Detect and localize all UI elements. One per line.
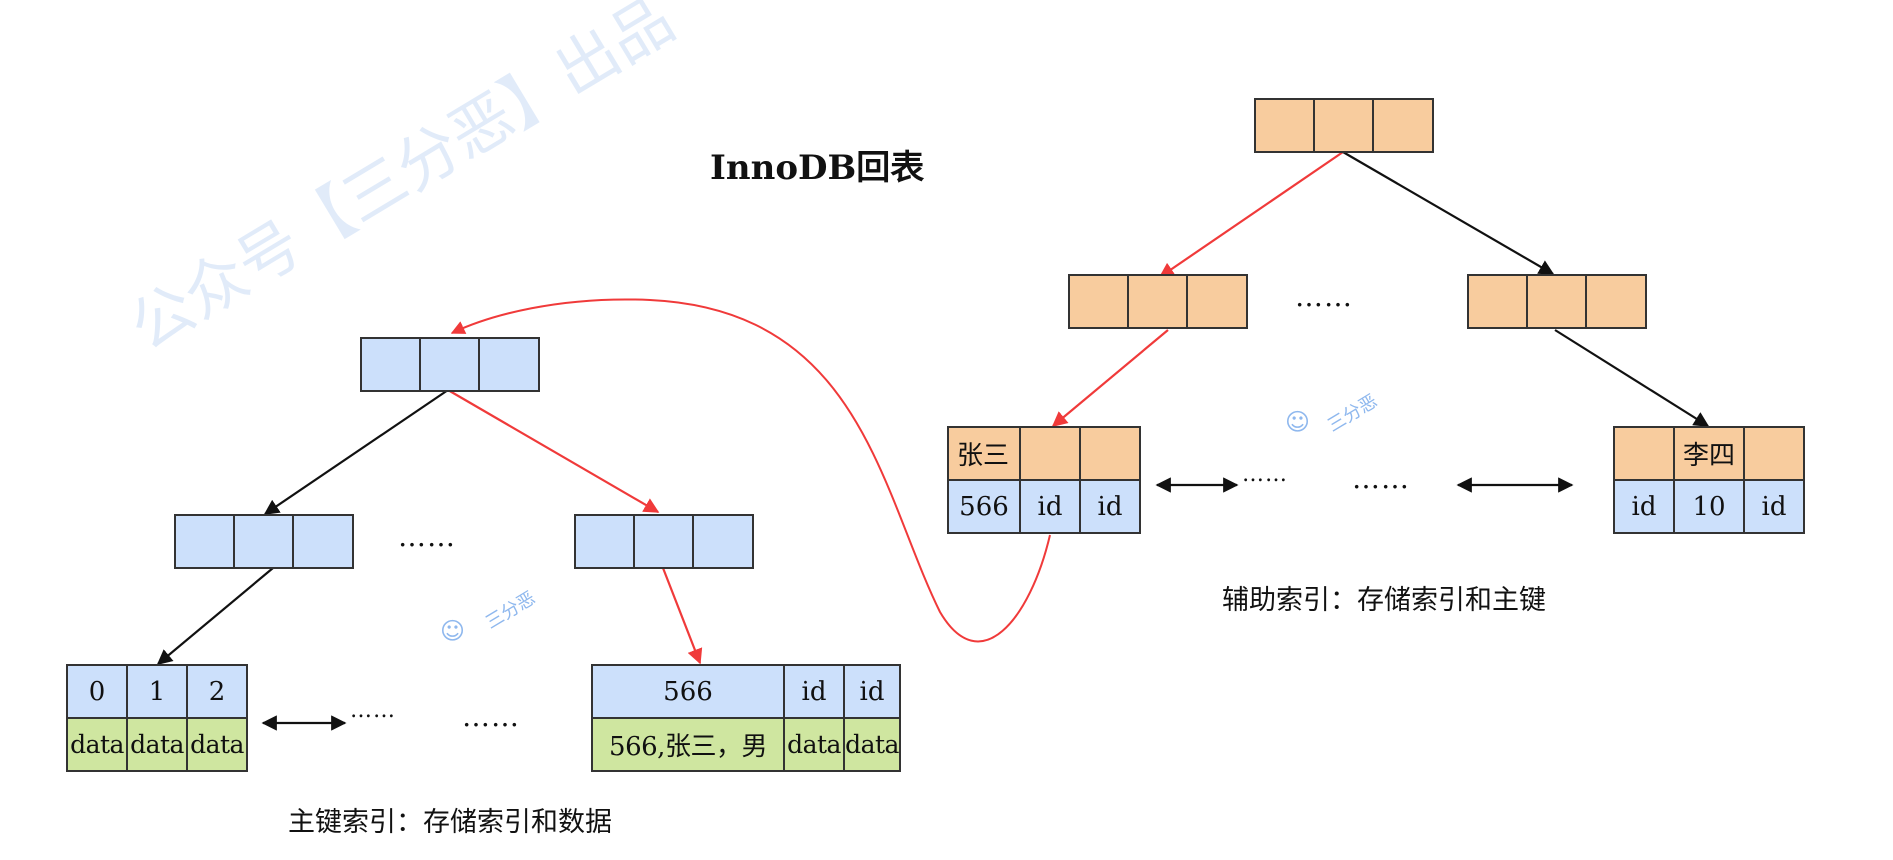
- primary-leaf-key-target: 566: [591, 664, 785, 719]
- secondary-leaf-key: [1079, 426, 1141, 481]
- secondary-leaf-pk: id: [1743, 479, 1805, 534]
- primary-internal-right-slot: [692, 514, 754, 569]
- wechat-icon: ☺: [440, 617, 466, 645]
- secondary-leaf-key: [1019, 426, 1081, 481]
- primary-internal-ellipsis: ……: [398, 520, 456, 553]
- secondary-leaf-pk: id: [1079, 479, 1141, 534]
- secondary-leaf-pk: id: [1019, 479, 1081, 534]
- primary-leaf-data: data: [66, 717, 128, 772]
- primary-internal-left-slot: [233, 514, 294, 569]
- edge-root-to-right-node-highlight: [447, 389, 660, 513]
- edge-sec-right-to-leaf: [1554, 329, 1710, 427]
- primary-internal-left-slot: [292, 514, 354, 569]
- edge-sec-left-to-leaf-highlight: [1051, 329, 1169, 427]
- primary-leaf-ellipsis-near: ……: [350, 698, 396, 723]
- secondary-root-slot: [1313, 98, 1374, 153]
- edge-sec-root-to-left-highlight: [1158, 151, 1344, 278]
- secondary-internal-right-slot: [1526, 274, 1587, 329]
- primary-leaf-ellipsis-far: ……: [462, 700, 520, 733]
- secondary-leaf-ellipsis-near: ……: [1242, 462, 1288, 487]
- secondary-internal-left-slot: [1127, 274, 1188, 329]
- secondary-internal-left-slot: [1186, 274, 1248, 329]
- primary-root-slot: [360, 337, 421, 392]
- secondary-leaf-ellipsis-far: ……: [1352, 462, 1410, 495]
- primary-leaf-key: 0: [66, 664, 128, 719]
- wechat-icon: ☺: [1285, 408, 1311, 436]
- secondary-index-caption: 辅助索引：存储索引和主键: [1222, 585, 1546, 616]
- primary-root-slot: [419, 337, 480, 392]
- primary-leaf-data: data: [783, 717, 845, 772]
- primary-leaf-data: data: [186, 717, 248, 772]
- secondary-internal-left-slot: [1068, 274, 1129, 329]
- primary-index-caption: 主键索引：存储索引和数据: [288, 807, 612, 838]
- secondary-leaf-key-target: 张三: [947, 426, 1021, 481]
- secondary-leaf-key: [1613, 426, 1675, 481]
- diagram-title: InnoDB回表: [710, 148, 925, 188]
- secondary-root-slot: [1372, 98, 1434, 153]
- primary-leaf-data: data: [843, 717, 901, 772]
- secondary-leaf-pk: 10: [1673, 479, 1745, 534]
- primary-leaf-key: id: [783, 664, 845, 719]
- secondary-leaf-key: [1743, 426, 1805, 481]
- primary-root-slot: [478, 337, 540, 392]
- secondary-internal-ellipsis: ……: [1295, 280, 1353, 313]
- secondary-internal-right-slot: [1585, 274, 1647, 329]
- edge-sec-root-to-right: [1342, 151, 1555, 275]
- secondary-leaf-pk: id: [1613, 479, 1675, 534]
- primary-internal-right-slot: [574, 514, 635, 569]
- edge-root-to-left-node: [263, 389, 449, 515]
- primary-internal-left-slot: [174, 514, 235, 569]
- secondary-leaf-key: 李四: [1673, 426, 1745, 481]
- primary-leaf-key: id: [843, 664, 901, 719]
- primary-leaf-row-target: 566,张三，男: [591, 717, 785, 772]
- secondary-internal-right-slot: [1467, 274, 1528, 329]
- primary-leaf-key: 2: [186, 664, 248, 719]
- primary-leaf-key: 1: [126, 664, 188, 719]
- primary-leaf-data: data: [126, 717, 188, 772]
- secondary-root-slot: [1254, 98, 1315, 153]
- secondary-leaf-pk-target: 566: [947, 479, 1021, 534]
- lookup-back-to-primary-curve: [450, 298, 1051, 643]
- edge-right-node-to-leaf-highlight: [661, 567, 703, 665]
- primary-internal-right-slot: [633, 514, 694, 569]
- edge-left-node-to-leaf: [156, 567, 274, 665]
